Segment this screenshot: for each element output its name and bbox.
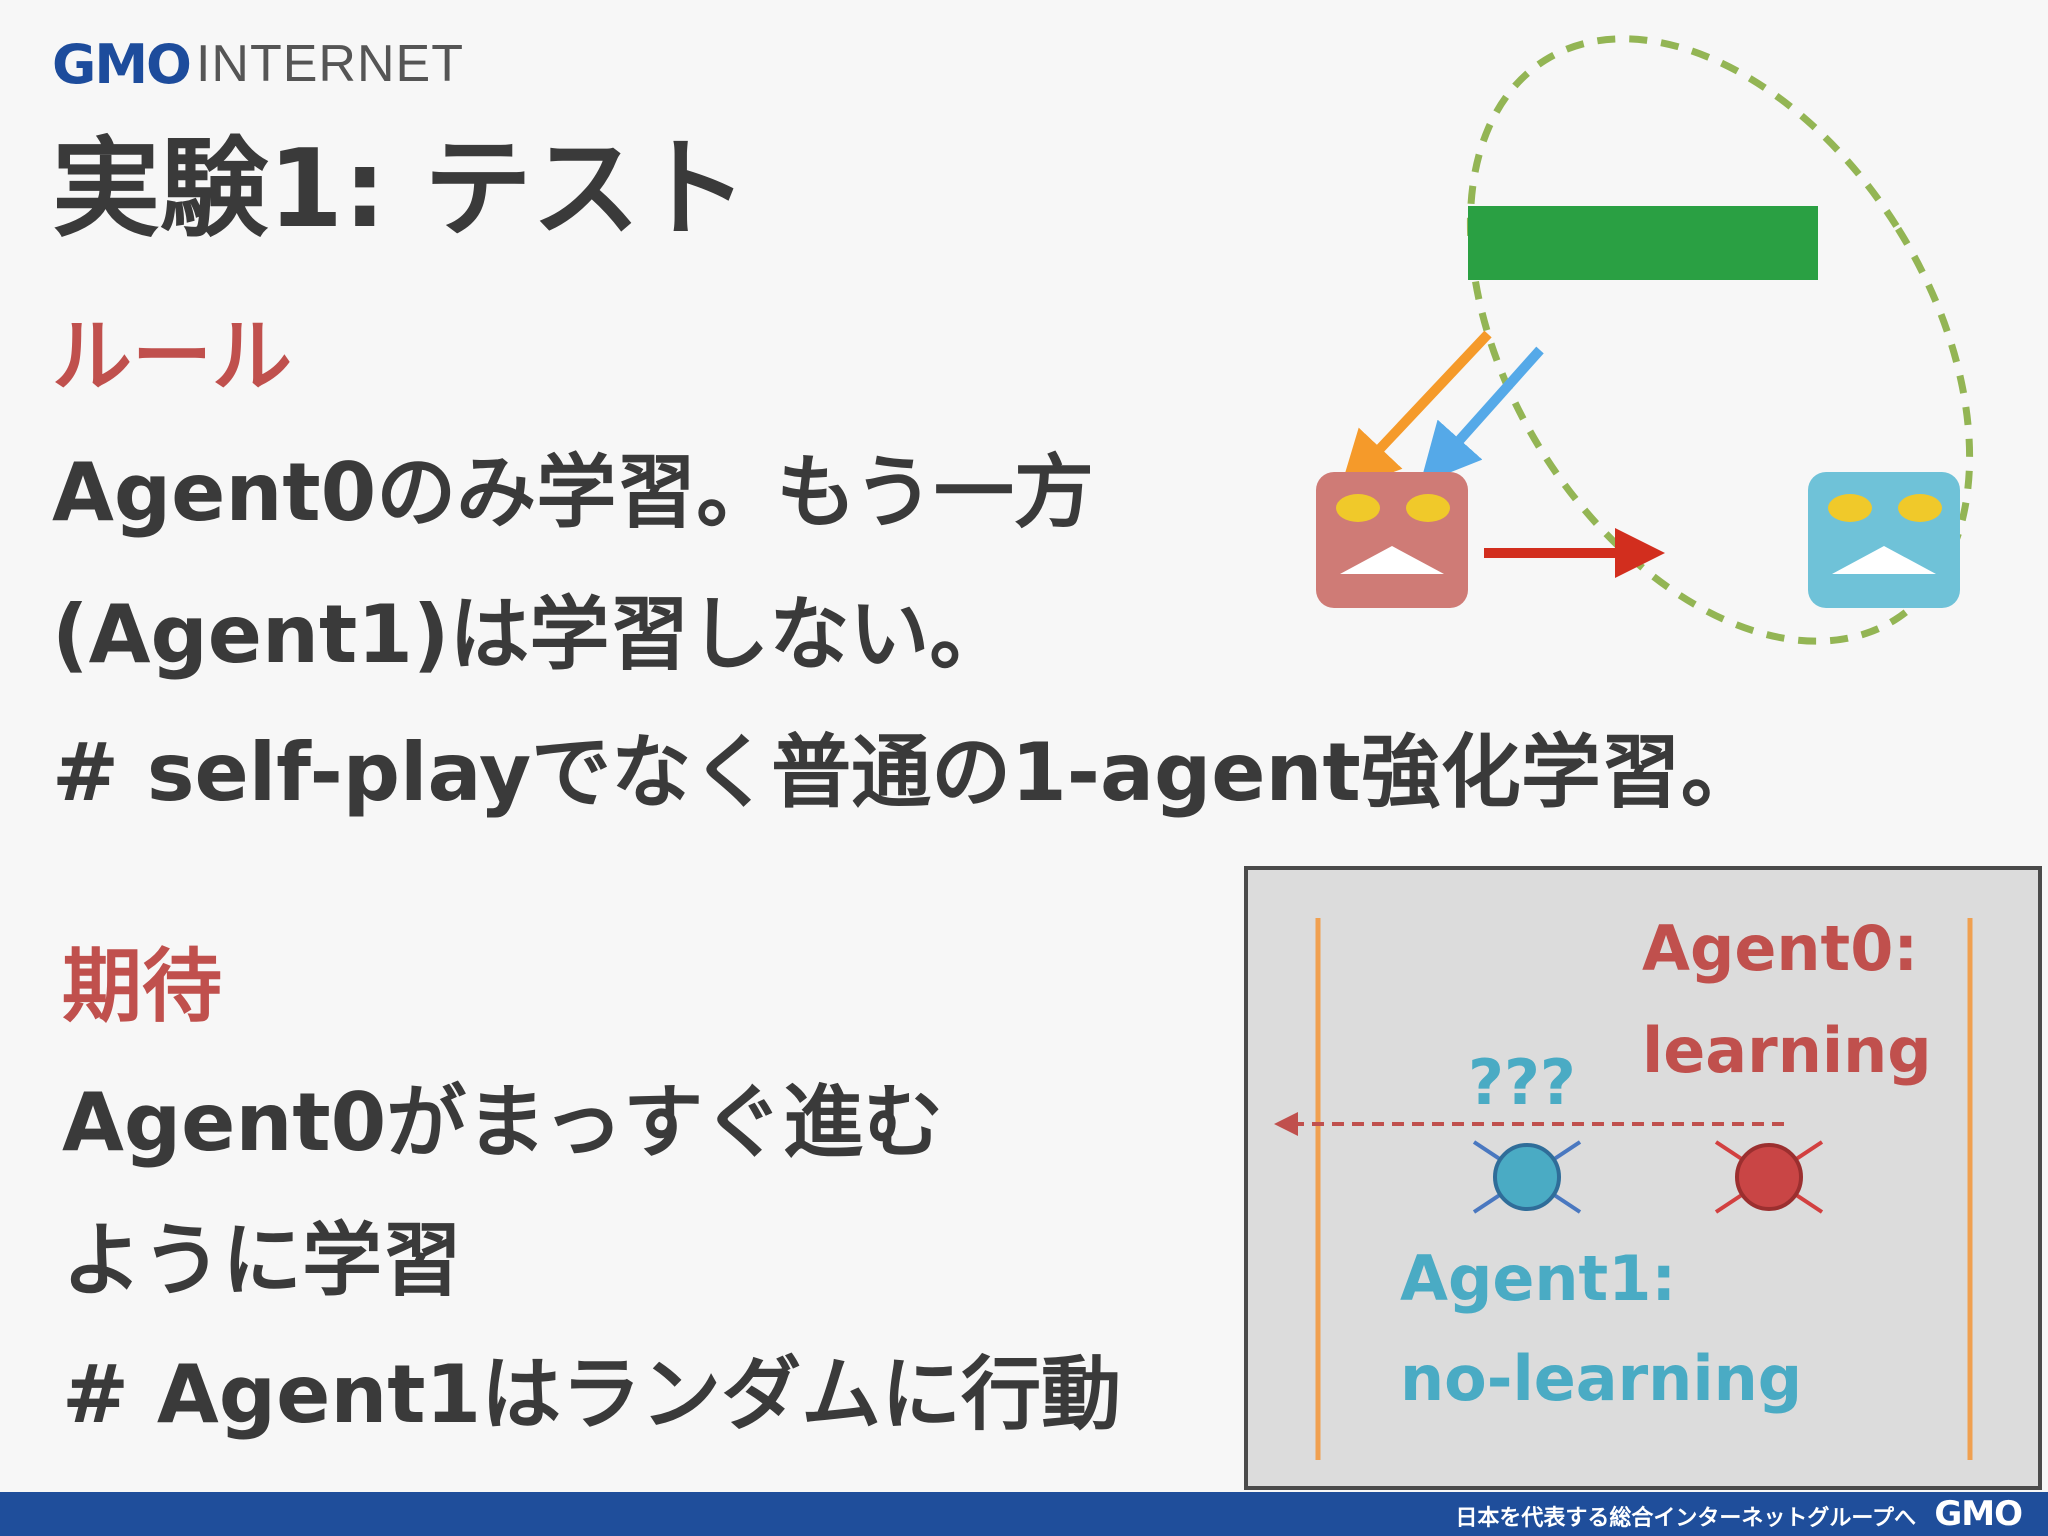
orange-arrow <box>1339 330 1492 492</box>
expectation-line-2: ように学習 <box>62 1214 462 1307</box>
agent1-sub-label: no-learning <box>1400 1342 1802 1415</box>
blue-agent-face <box>1808 472 1960 608</box>
expectation-heading: 期待 <box>62 940 222 1033</box>
footer-logo: GMO <box>1934 1494 2023 1534</box>
unknown-label: ??? <box>1468 1046 1576 1119</box>
green-goal-bar <box>1468 206 1818 280</box>
agent1-label: Agent1: <box>1400 1242 1676 1315</box>
red-agent-face <box>1316 472 1468 608</box>
agent0-ball <box>1714 1140 1824 1214</box>
agent0-label: Agent0: <box>1642 912 1918 985</box>
goal-illustration <box>1316 35 1974 645</box>
logo-suffix: INTERNET <box>195 35 464 93</box>
goal-ellipse <box>1466 35 1974 645</box>
blue-arrow <box>1420 346 1544 485</box>
rules-line-2: (Agent1)は学習しない。 <box>52 588 1010 681</box>
agents-diagram: Agent0: learning ??? Agent1: no-learning <box>1244 866 2042 1490</box>
diagram-frame <box>1244 866 2042 1490</box>
rules-heading: ルール <box>52 310 292 403</box>
footer-bar <box>0 1492 2048 1536</box>
agent1-ball <box>1472 1140 1582 1214</box>
footer-tagline: 日本を代表する総合インターネットグループへ <box>1455 1506 1916 1531</box>
agent0-sub-label: learning <box>1642 1014 1932 1087</box>
expectation-line-1: Agent0がまっすぐ進む <box>62 1076 944 1169</box>
expectation-line-3: # Agent1はランダムに行動 <box>62 1348 1122 1441</box>
logo-brand: GMO <box>52 32 192 96</box>
company-logo: GMO INTERNET <box>52 33 464 96</box>
slide-title: 実験1: テスト <box>52 127 748 252</box>
rules-line-3: # self-playでなく普通の1-agent強化学習。 <box>52 726 1761 819</box>
rules-line-1: Agent0のみ学習。もう一方 <box>52 446 1094 539</box>
